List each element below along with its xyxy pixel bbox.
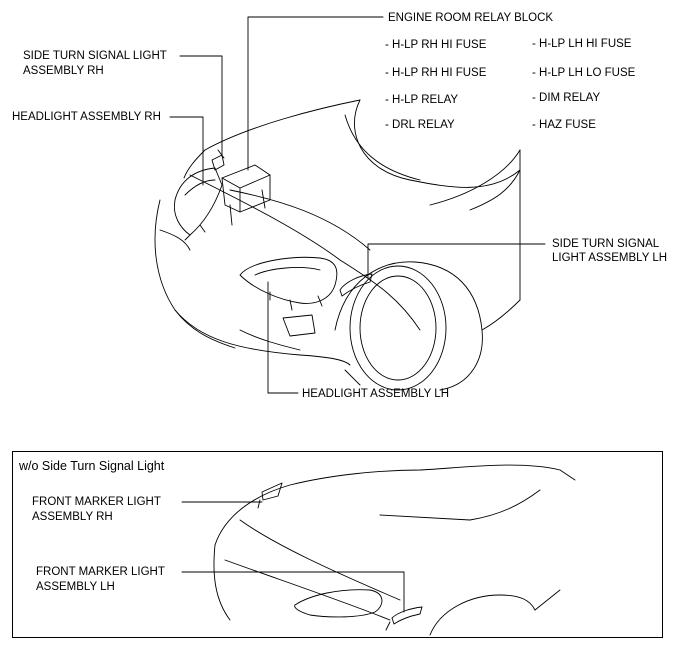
relay-item-drl-relay: - DRL RELAY <box>385 119 455 131</box>
car-body-outline <box>154 99 521 391</box>
label-front-marker-lh-line1: FRONT MARKER LIGHT <box>36 566 165 578</box>
label-headlight-lh: HEADLIGHT ASSEMBLY LH <box>302 388 450 400</box>
label-front-marker-rh-line2: ASSEMBLY RH <box>32 511 113 523</box>
label-front-marker-rh-line1: FRONT MARKER LIGHT <box>32 496 161 508</box>
relay-item-dim-relay: - DIM RELAY <box>532 92 601 104</box>
label-side-turn-rh-line2: ASSEMBLY RH <box>23 65 104 77</box>
headlight-lh-shape <box>239 256 338 311</box>
side-turn-lh-shape <box>339 273 373 297</box>
inset-leader-lines <box>181 501 405 613</box>
headlight-rh-shape <box>173 167 223 241</box>
label-side-turn-lh-line2: LIGHT ASSEMBLY LH <box>552 252 668 264</box>
relay-item-h-lp-lh-lo-fuse: - H-LP LH LO FUSE <box>532 67 636 79</box>
side-turn-rh-shape <box>211 149 225 171</box>
label-headlight-rh: HEADLIGHT ASSEMBLY RH <box>12 111 161 123</box>
relay-item-h-lp-rh-hi-fuse-2: - H-LP RH HI FUSE <box>385 67 487 79</box>
relay-item-haz-fuse: - HAZ FUSE <box>532 119 596 131</box>
label-engine-room-relay-block: ENGINE ROOM RELAY BLOCK <box>388 12 554 24</box>
relay-block-shape <box>221 164 271 226</box>
label-front-marker-lh-line2: ASSEMBLY LH <box>36 581 115 593</box>
relay-item-h-lp-rh-hi-fuse-1: - H-LP RH HI FUSE <box>385 39 487 51</box>
inset-frame <box>12 451 663 638</box>
label-side-turn-rh-line1: SIDE TURN SIGNAL LIGHT <box>23 50 167 62</box>
relay-item-h-lp-lh-hi-fuse: - H-LP LH HI FUSE <box>532 38 632 50</box>
inset-car-outline <box>213 464 576 636</box>
relay-item-h-lp-relay: - H-LP RELAY <box>385 94 459 106</box>
label-side-turn-lh-line1: SIDE TURN SIGNAL <box>552 238 660 250</box>
leader-lines <box>169 16 546 394</box>
inset-title: w/o Side Turn Signal Light <box>19 459 165 473</box>
